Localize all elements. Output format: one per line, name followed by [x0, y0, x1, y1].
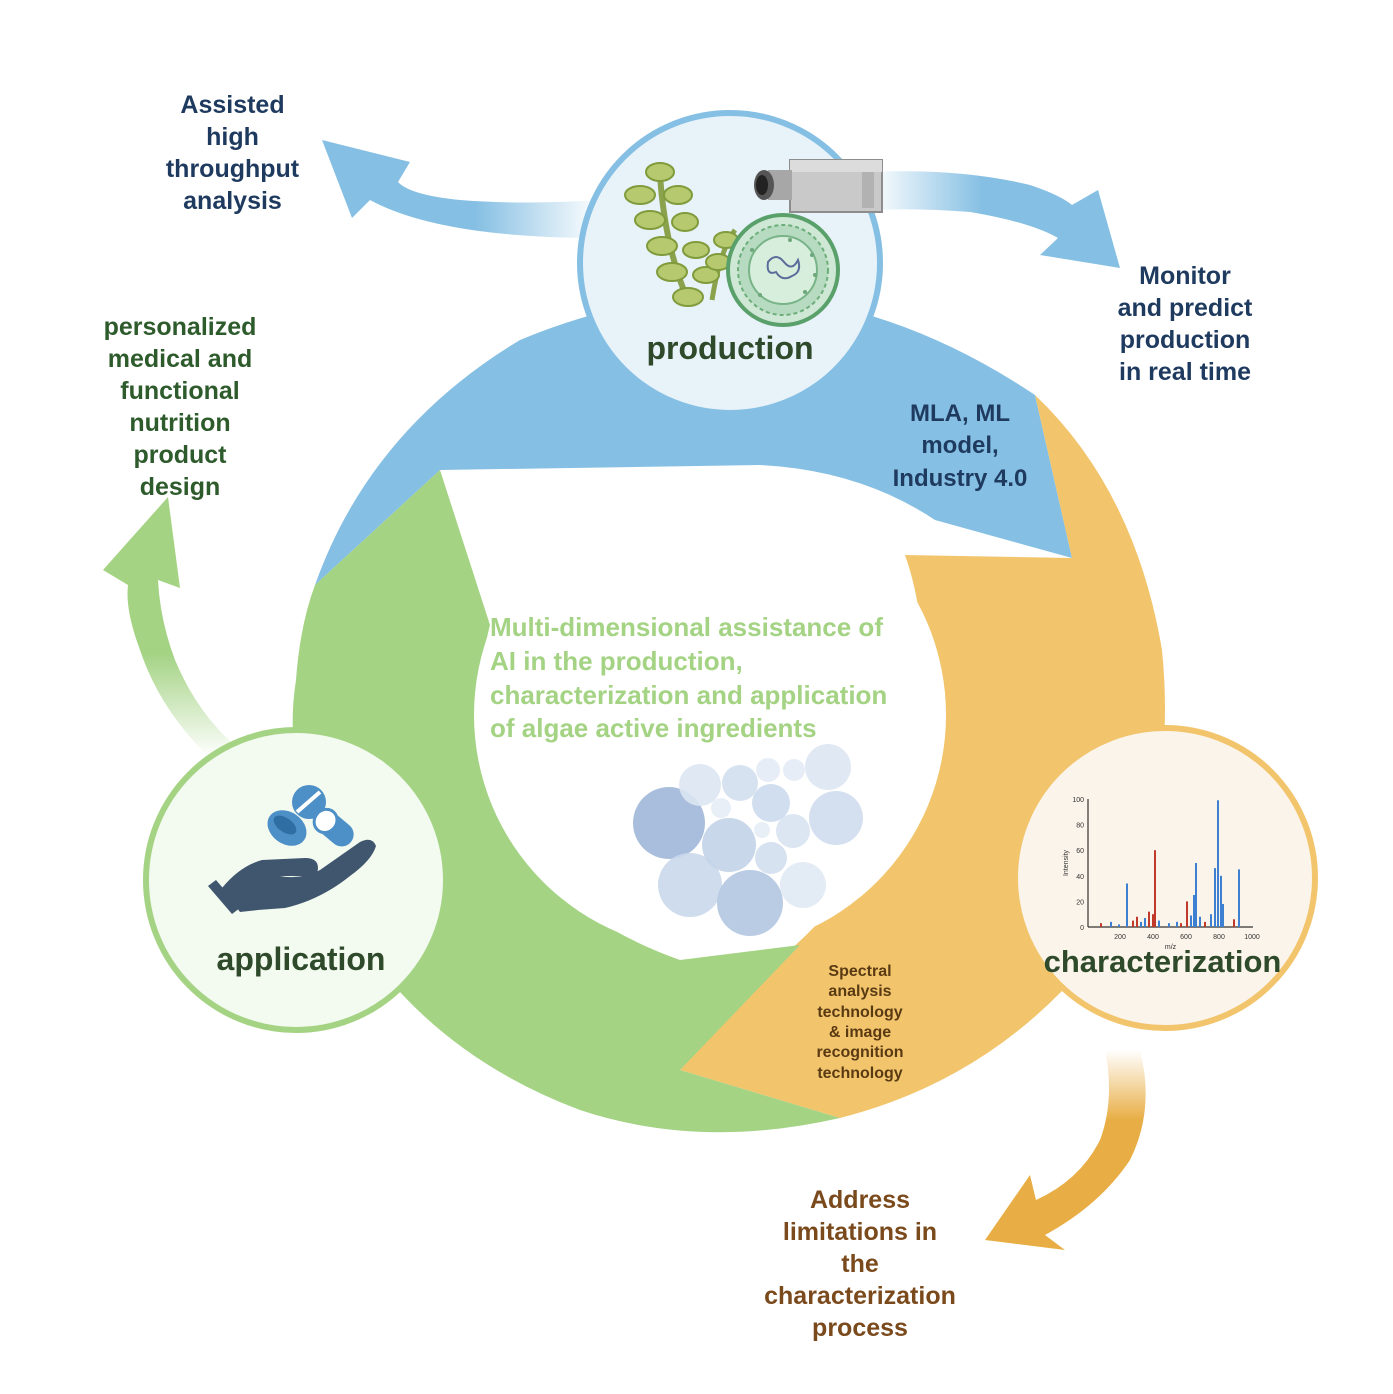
label-assisted-throughput: Assisted high throughput analysis: [165, 91, 300, 215]
characterization-title: characterization: [1043, 944, 1282, 979]
mass-spectrum-icon: 0 20 40 60 80 100 200 400 600 800 1000 Intensity m/z: [1063, 797, 1260, 951]
spectrum-peak: [1193, 895, 1195, 927]
spectrum-peak: [1168, 923, 1170, 927]
spectrum-xtick: 400: [1147, 934, 1159, 941]
spectrum-peak: [1186, 901, 1188, 927]
spectrum-peak: [1176, 921, 1178, 927]
spectrum-ytick: 80: [1076, 823, 1084, 830]
spectrum-peak: [1238, 869, 1240, 927]
spectrum-xtick: 1000: [1244, 934, 1260, 941]
algae-icon: [624, 162, 739, 307]
spectrum-ytick: 40: [1076, 874, 1084, 881]
arrow-to-monitor: [870, 171, 1120, 268]
application-node: [143, 727, 449, 1033]
spectrum-peak: [1100, 923, 1102, 927]
spectrum-peak: [1118, 924, 1120, 927]
spectrum-peak: [1144, 918, 1146, 927]
center-title: Multi-dimensional assistance of AI in th…: [490, 612, 888, 744]
cell-icon: [726, 213, 840, 327]
label-monitor-predict: Monitor and predict production in real t…: [1117, 262, 1253, 386]
arrow-to-throughput: [322, 140, 600, 238]
spectrum-ytick: 60: [1076, 848, 1084, 855]
spectrum-ytick: 0: [1080, 925, 1084, 932]
spectrum-peak: [1222, 903, 1224, 927]
arrow-to-product-design: [103, 497, 238, 758]
spectrum-ylabel: Intensity: [1063, 849, 1070, 876]
spectrum-peak: [1110, 921, 1112, 927]
ring-segment-application: [292, 470, 840, 1133]
spectrum-peak: [1195, 863, 1197, 927]
label-product-design: personalized medical and functional nutr…: [103, 313, 257, 501]
spectrum-xtick: 200: [1114, 934, 1126, 941]
bubbles-icon: [633, 744, 863, 936]
spectrum-ytick: 20: [1076, 899, 1084, 906]
spectrum-peak: [1152, 914, 1154, 927]
spectrum-peak: [1190, 915, 1192, 927]
ring-label-spectral: Spectral analysis technology & image rec…: [816, 963, 904, 1082]
spectrum-peak: [1140, 921, 1142, 927]
spectrum-peak: [1199, 916, 1201, 927]
spectrum-xtick: 600: [1180, 934, 1192, 941]
characterization-node: 0 20 40 60 80 100 200 400 600 800 1000 Intensity m/z: [1012, 725, 1318, 1031]
spectrum-peak: [1214, 868, 1216, 927]
spectrum-peak: [1233, 919, 1235, 927]
spectrum-peak: [1158, 920, 1160, 927]
spectrum-peak: [1136, 916, 1138, 927]
spectrum-peak: [1132, 920, 1134, 927]
spectrum-xtick: 800: [1213, 934, 1225, 941]
spectrum-peak: [1154, 850, 1156, 927]
production-node: [577, 110, 883, 416]
label-address-limitations: Address limitations in the characterizat…: [764, 1186, 956, 1342]
arrow-to-limitations: [985, 1050, 1146, 1250]
spectrum-xlabel: m/z: [1165, 944, 1177, 951]
spectrum-ytick: 100: [1072, 797, 1084, 804]
production-title: production: [646, 330, 814, 366]
spectrum-peak: [1126, 883, 1128, 927]
camera-icon: [754, 159, 883, 213]
spectrum-peak: [1210, 914, 1212, 927]
spectrum-peak: [1148, 911, 1150, 927]
spectrum-peak: [1217, 800, 1219, 927]
ring-segment-production: [315, 294, 1072, 585]
spectrum-peak: [1204, 921, 1206, 927]
ring-label-mla: MLA, ML model, Industry 4.0: [892, 400, 1028, 492]
spectrum-peak: [1220, 875, 1222, 927]
application-title: application: [216, 941, 386, 977]
spectrum-peak: [1180, 923, 1182, 927]
hand-with-pills-icon: [208, 785, 376, 914]
